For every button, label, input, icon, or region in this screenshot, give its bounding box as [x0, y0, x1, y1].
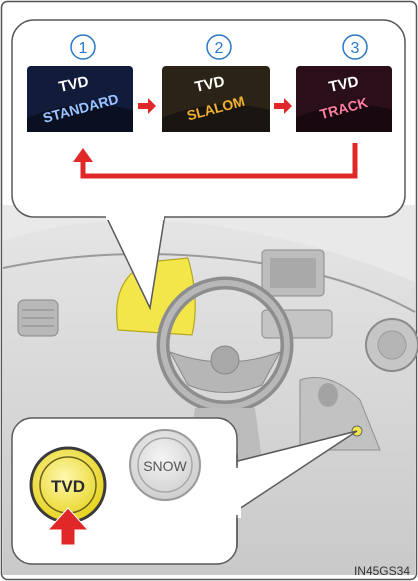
snow-button[interactable]: SNOW	[130, 430, 200, 500]
step-2-number: 2	[215, 40, 224, 57]
step-1-number: 1	[79, 40, 88, 57]
snow-button-label: SNOW	[143, 458, 187, 474]
tvd-button-label: TVD	[51, 477, 85, 496]
figure-code: IN45GS34	[354, 564, 410, 578]
step-3-number: 3	[351, 40, 360, 57]
